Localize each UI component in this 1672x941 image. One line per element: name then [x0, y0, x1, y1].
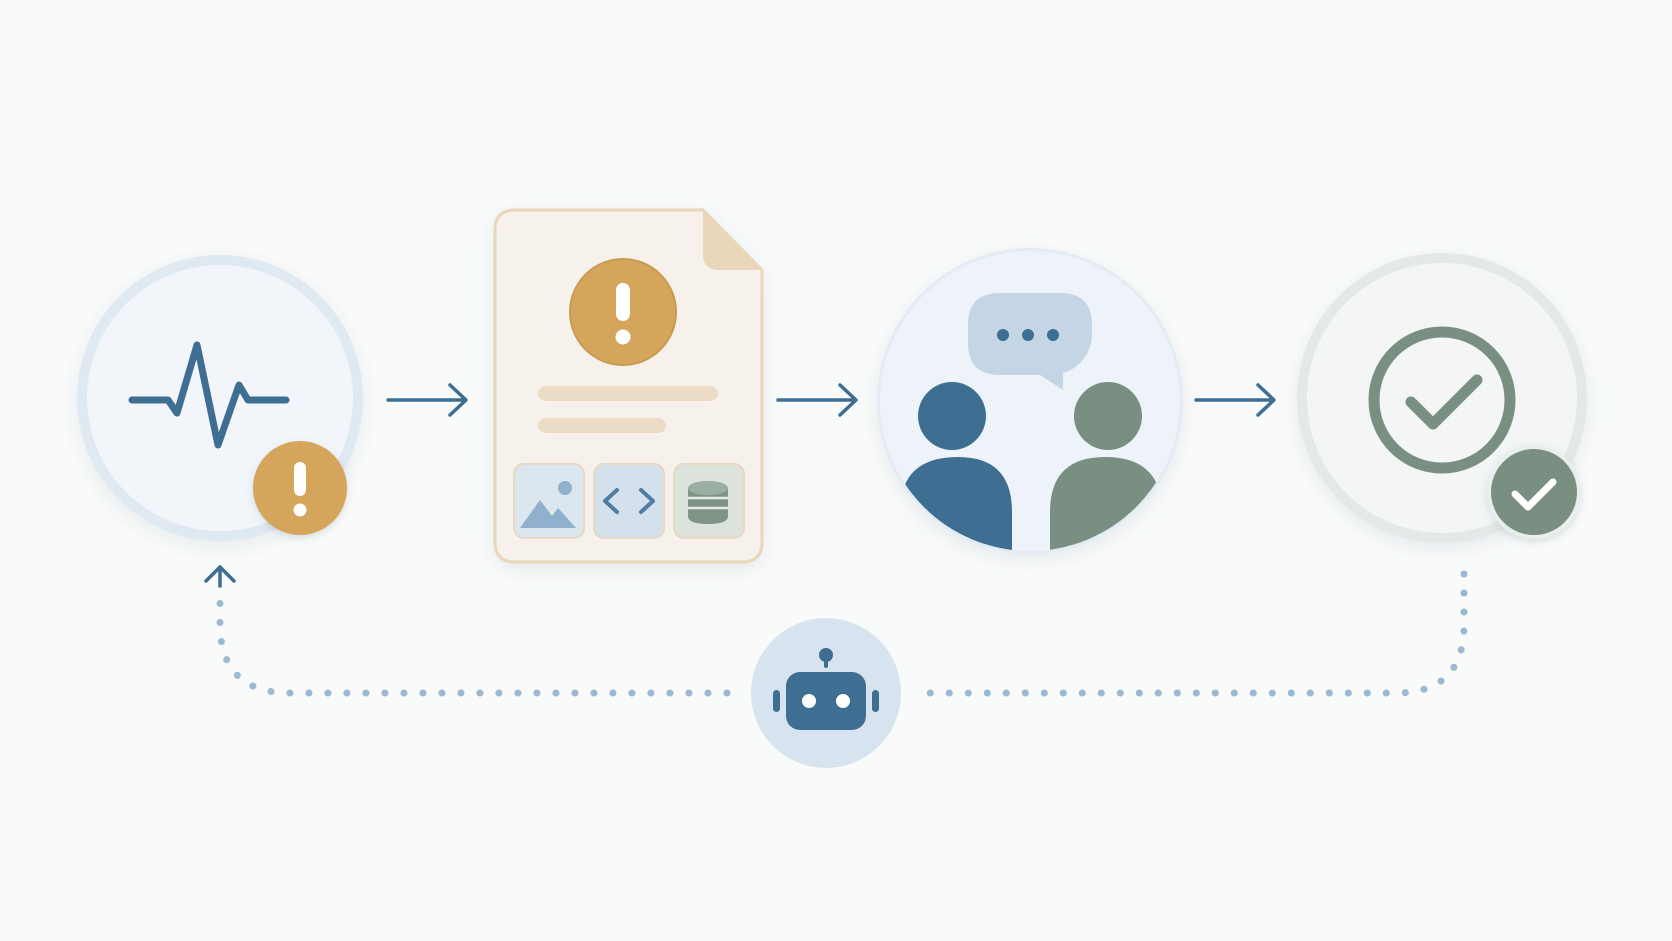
- page-fold: [703, 210, 762, 270]
- check-badge-icon: [1487, 445, 1581, 539]
- alert-icon: [569, 258, 677, 366]
- arrow-team-to-resolve: [1194, 383, 1276, 417]
- feedback-arrowhead: [204, 565, 236, 588]
- step-monitor: [77, 255, 363, 541]
- arrow-report-to-team: [776, 383, 858, 417]
- robot-icon: [773, 648, 879, 730]
- step-resolve: [1297, 253, 1587, 543]
- feedback-path-left: [216, 596, 731, 697]
- heartbeat-icon: [128, 341, 290, 449]
- alert-badge-icon: [253, 441, 347, 535]
- team-chat-icon: [900, 293, 1162, 551]
- feedback-loop: [204, 565, 1468, 768]
- arrow-monitor-to-report: [386, 383, 468, 417]
- database-icon: [673, 463, 745, 539]
- feedback-path-right: [921, 570, 1468, 697]
- step-collaborate: [877, 248, 1183, 554]
- image-icon: [513, 463, 585, 539]
- report-text-line: [538, 418, 666, 433]
- check-circle-icon: [1368, 326, 1516, 474]
- report-text-line: [538, 386, 718, 401]
- code-icon: [593, 463, 665, 539]
- step-report: [493, 208, 764, 564]
